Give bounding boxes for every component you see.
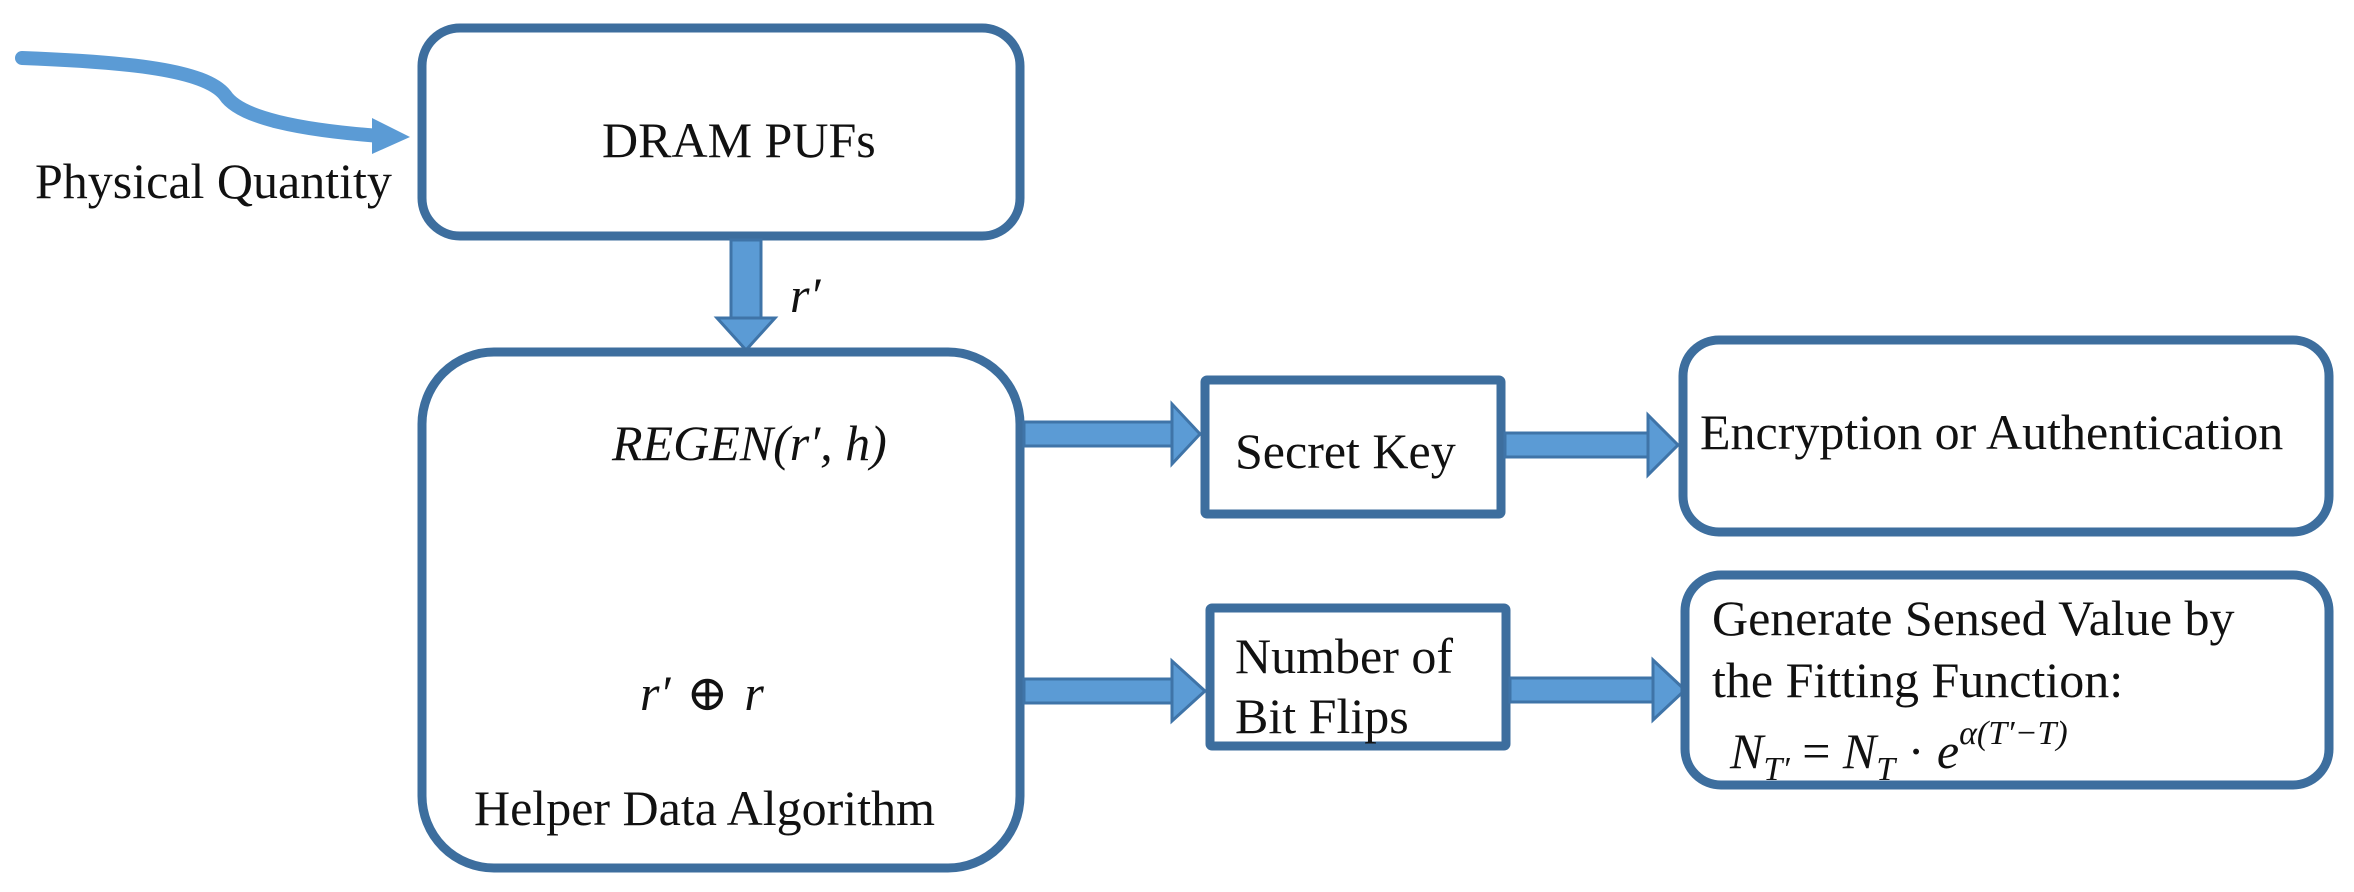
encryption-label: Encryption or Authentication [1700, 404, 2283, 460]
encryption-box [1678, 335, 2334, 537]
xor-formula: r′⊕r [640, 665, 764, 721]
helper-data-algorithm-box [417, 347, 1025, 873]
input-curve-arrowhead [372, 118, 410, 154]
arrow-to-encryption [1503, 411, 1681, 479]
secret-key-box [1200, 375, 1506, 519]
arrow-to-secret-key [1022, 400, 1203, 468]
bit-flips-label: Number of Bit Flips [1235, 628, 1466, 744]
helper-data-algorithm-label: Helper Data Algorithm [474, 780, 935, 836]
bit-flips-box [1205, 603, 1511, 751]
regen-formula: REGEN(r′, h) [611, 415, 887, 471]
sensed-value-box [1680, 570, 2334, 790]
arrow-to-sensed-value [1508, 656, 1688, 724]
secret-key-label: Secret Key [1235, 423, 1456, 479]
edge-r-prime-label: r′ [790, 267, 821, 323]
input-curve-arrow [15, 51, 387, 143]
dram-pufs-box [417, 23, 1025, 241]
down-arrow [713, 238, 779, 353]
fitting-function-formula: NT′ = NT · eα(T′−T) [1729, 715, 2068, 788]
dram-pufs-label: DRAM PUFs [602, 112, 876, 168]
sensed-value-label: Generate Sensed Value by the Fitting Fun… [1712, 590, 2247, 708]
physical-quantity-label: Physical Quantity [35, 153, 392, 209]
arrow-to-bit-flips [1022, 657, 1208, 725]
